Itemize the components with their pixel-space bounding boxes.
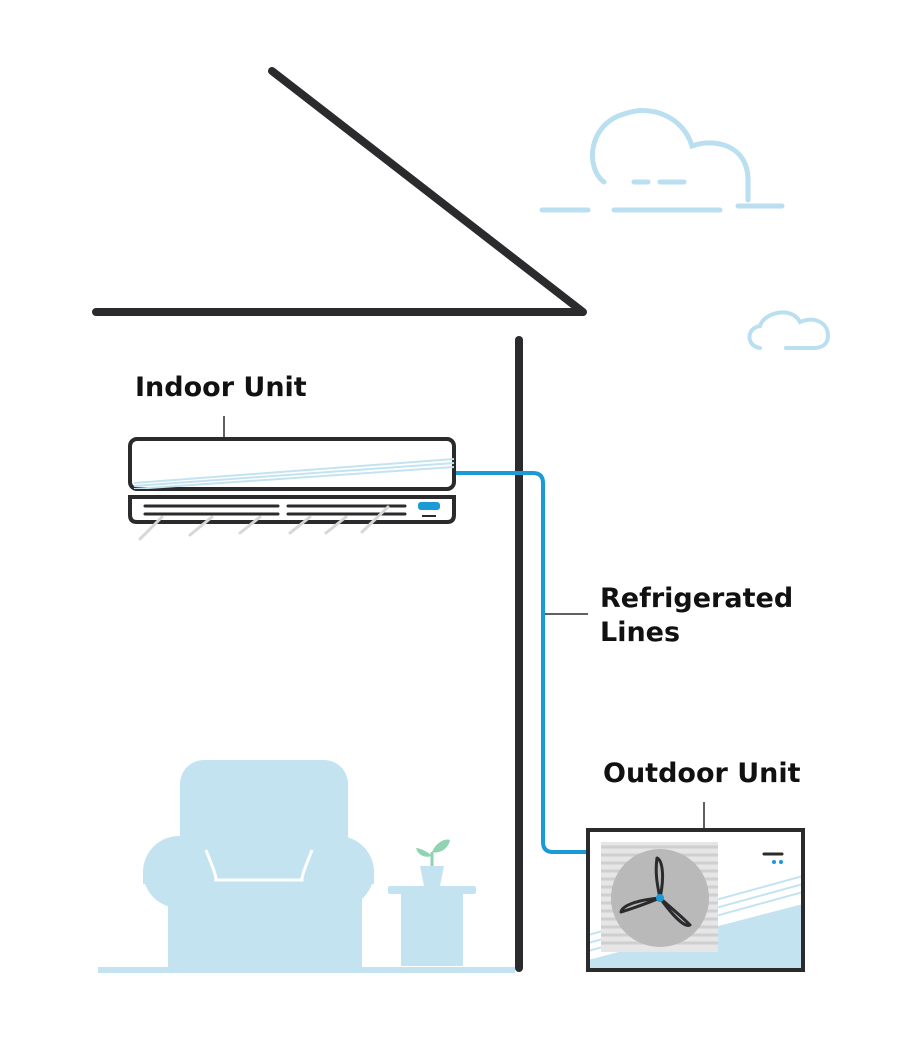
outdoor-unit [586, 828, 805, 972]
refrigerated-lines-label: Refrigerated Lines [600, 582, 793, 650]
refrigerated-lines-label-line1: Refrigerated [600, 583, 794, 614]
airflow-lines [138, 505, 390, 541]
side-table-icon [388, 886, 476, 966]
indoor-unit-label: Indoor Unit [135, 372, 307, 403]
armchair-icon [143, 760, 374, 968]
house-roof [92, 67, 587, 316]
fan-icon [619, 856, 692, 927]
leader-lines [223, 416, 705, 830]
refrigerated-lines-label-line2: Lines [600, 617, 681, 648]
cloud-icon [539, 108, 785, 213]
armchair-seat-outline [204, 849, 314, 882]
indoor-unit [128, 437, 456, 541]
plant-icon [416, 839, 450, 886]
outdoor-unit-label: Outdoor Unit [603, 758, 801, 789]
cloud-small-icon [747, 310, 831, 350]
refrigerant-line [454, 471, 588, 854]
